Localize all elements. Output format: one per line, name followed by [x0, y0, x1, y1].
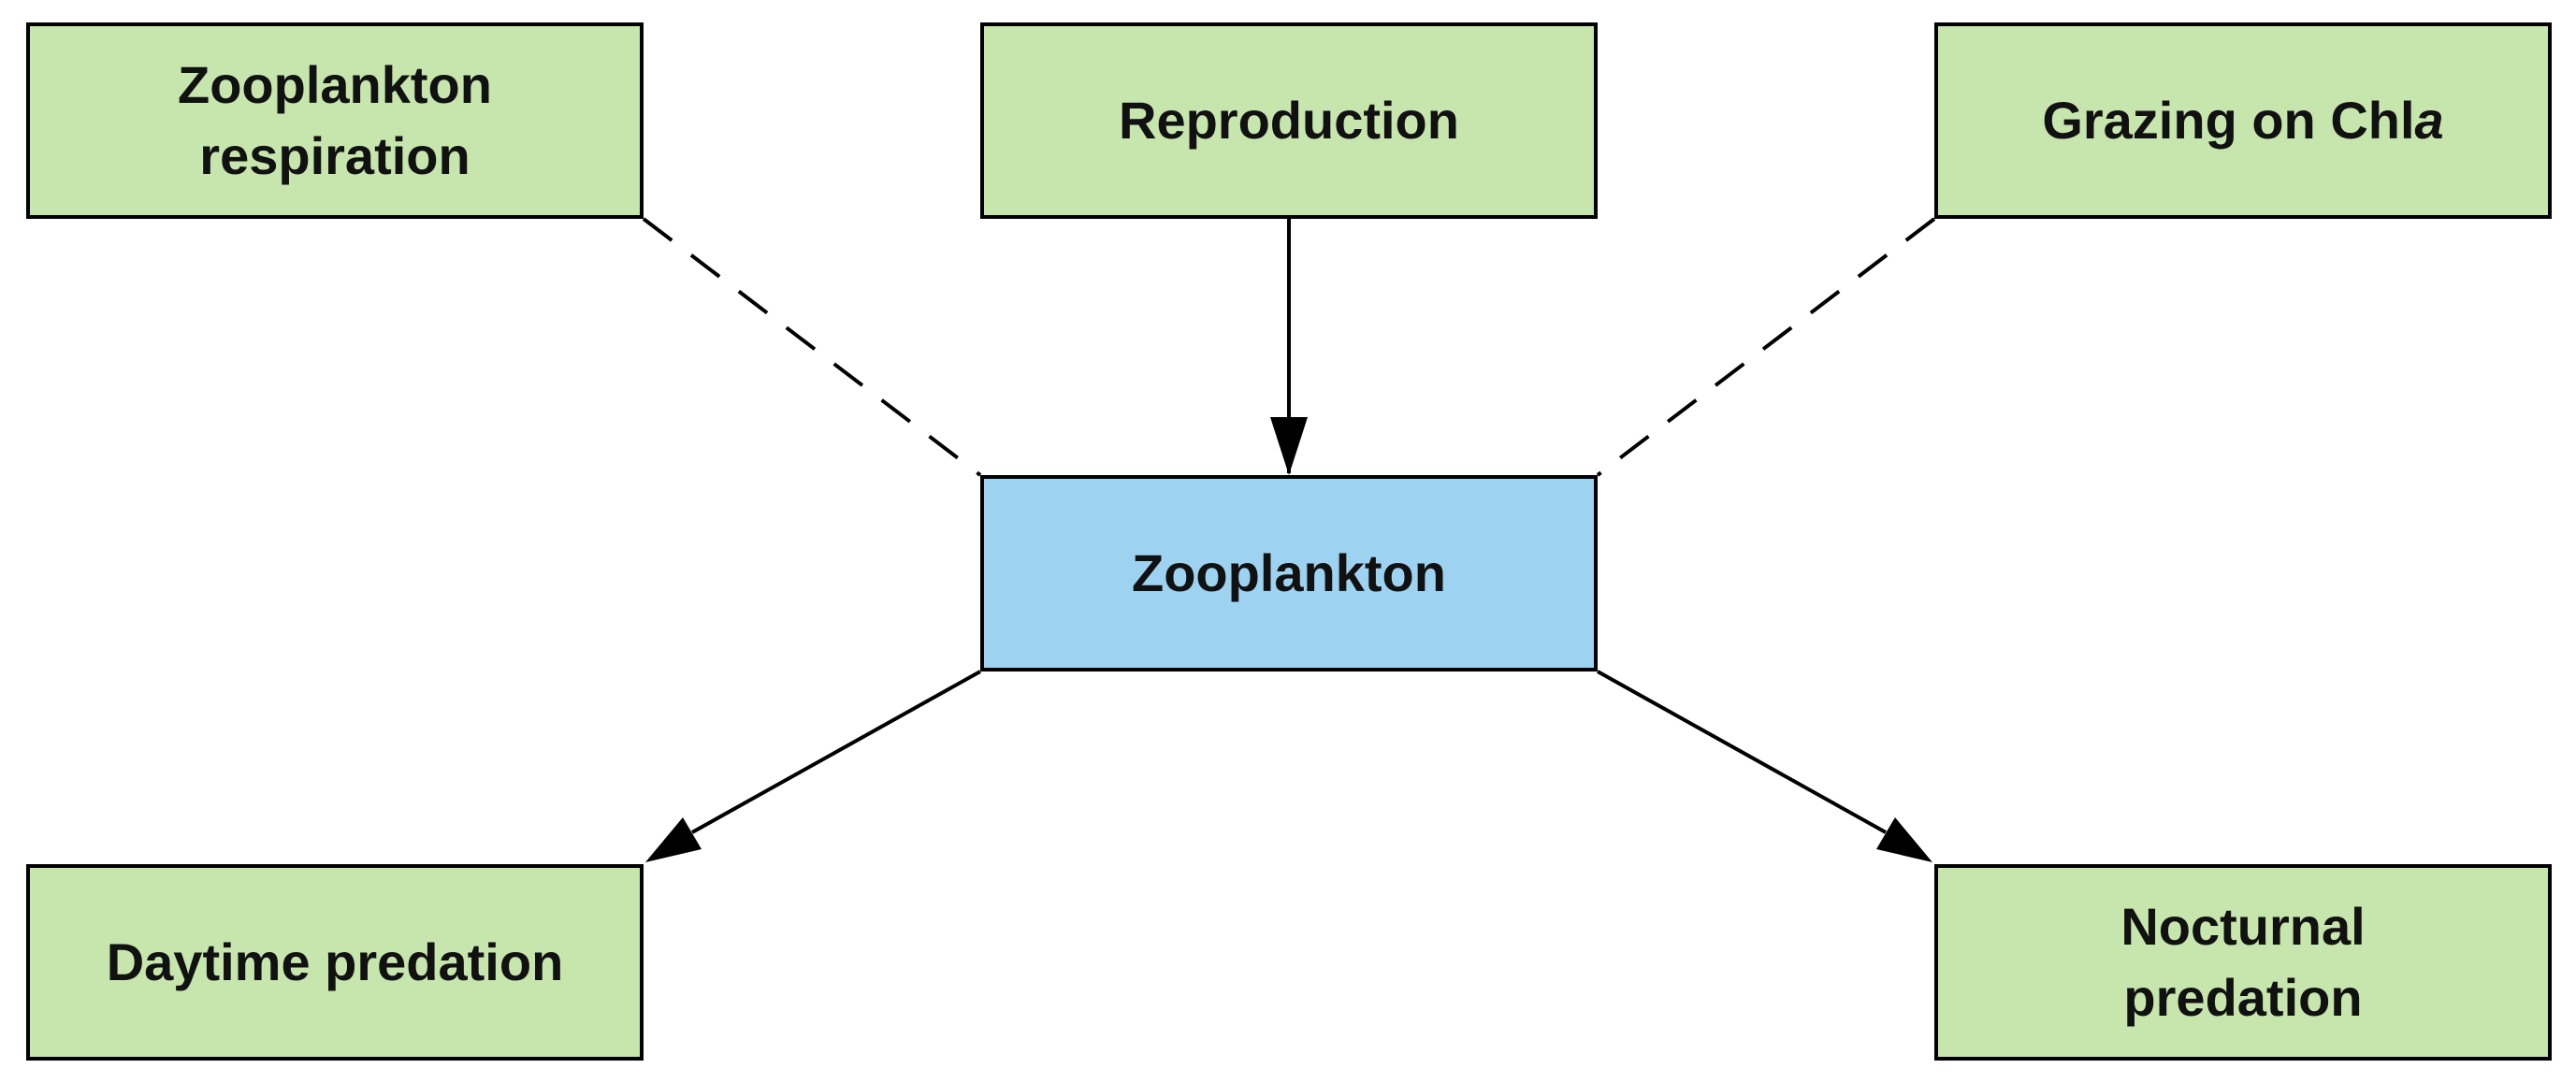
- zooplankton-respiration-label: Zooplankton respiration: [178, 50, 492, 191]
- zooplankton-respiration-label-line-2: respiration: [199, 126, 470, 185]
- arrowhead-zooplankton-to-nocturnal: [1876, 817, 1932, 862]
- zooplankton-respiration-box: Zooplankton respiration: [26, 22, 644, 219]
- daytime-predation-label: Daytime predation: [106, 932, 564, 992]
- edge-zooplankton-to-nocturnal: [1597, 670, 1887, 834]
- nocturnal-predation-label-line-2: predation: [2123, 968, 2363, 1027]
- nocturnal-predation-label-line-1: Nocturnal: [2120, 897, 2366, 957]
- zooplankton-box: Zooplankton: [980, 475, 1598, 671]
- grazing-label-italic: a: [2414, 91, 2444, 151]
- edge-respiration-to-zooplankton: [642, 217, 982, 477]
- grazing-label-main: Grazing on Chl: [2042, 91, 2415, 151]
- reproduction-label: Reproduction: [1119, 91, 1459, 151]
- nocturnal-predation-label: Nocturnal predation: [2120, 891, 2365, 1032]
- arrowhead-reproduction-to-zooplankton: [1270, 417, 1308, 475]
- reproduction-box: Reproduction: [980, 22, 1598, 219]
- grazing-label: Grazing on Chla: [2042, 85, 2443, 156]
- edge-zooplankton-to-daytime: [691, 670, 981, 834]
- zooplankton-label: Zooplankton: [1132, 543, 1446, 603]
- grazing-box: Grazing on Chla: [1934, 22, 2552, 219]
- edge-grazing-to-zooplankton: [1596, 217, 1936, 477]
- zooplankton-respiration-label-line-1: Zooplankton: [178, 55, 492, 115]
- nocturnal-predation-box: Nocturnal predation: [1934, 864, 2552, 1061]
- daytime-predation-box: Daytime predation: [26, 864, 644, 1061]
- arrowhead-zooplankton-to-daytime: [645, 817, 702, 862]
